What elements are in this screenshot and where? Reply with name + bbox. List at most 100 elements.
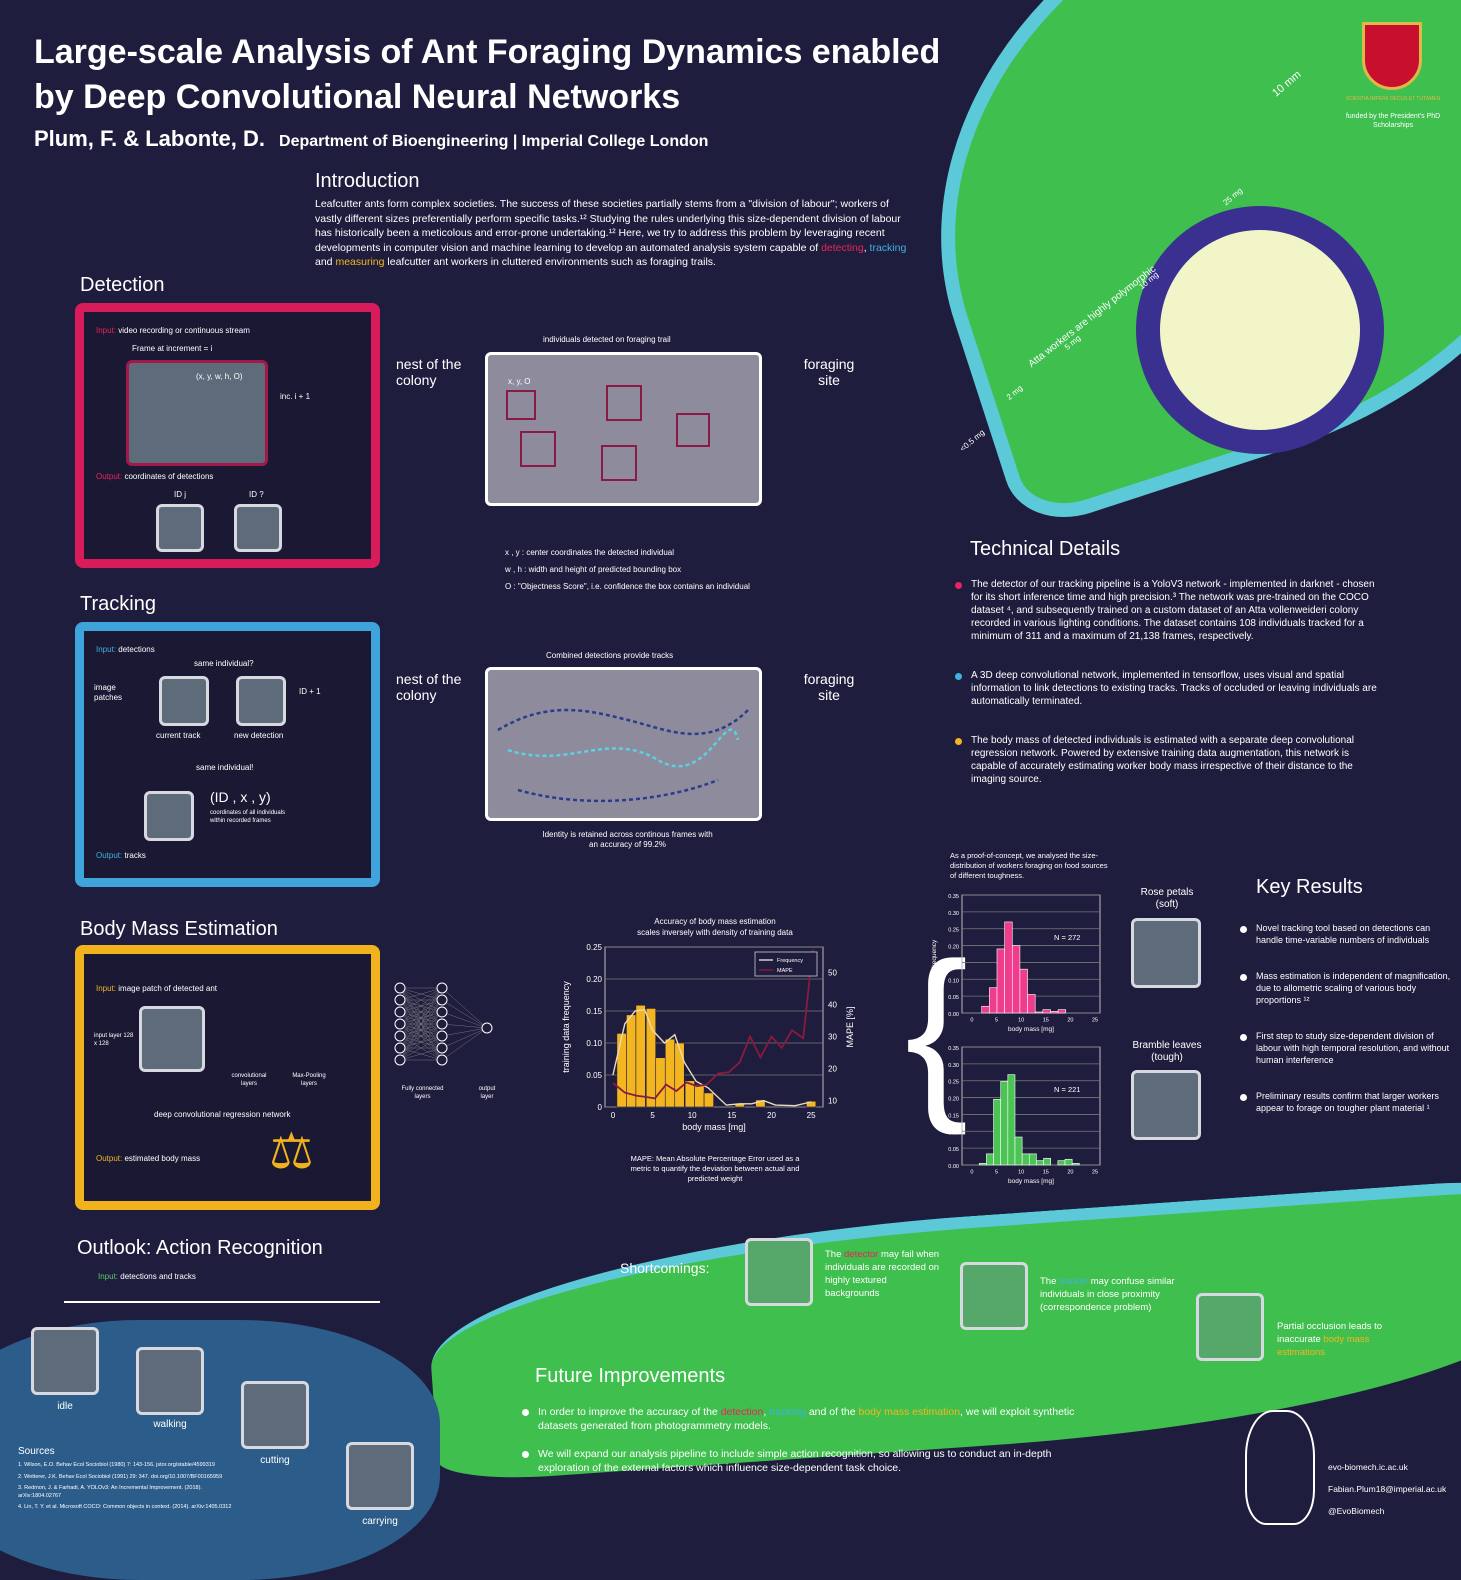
histogram-bar [1014, 1136, 1023, 1166]
trail2-footer: Identity is retained across continous fr… [542, 830, 713, 849]
y-tick-label: 0.10 [948, 1130, 959, 1136]
nn-connection [399, 987, 443, 1013]
rose-ant-thumbnail [1131, 918, 1201, 988]
input-label: Input: [96, 326, 117, 335]
nn-neuron [394, 1006, 406, 1018]
y-tick-label: 0 [598, 1103, 603, 1112]
id-j-label: ID j [174, 490, 186, 499]
x-tick-label: 0 [611, 1111, 616, 1120]
bramble-ant-thumbnail [1131, 1070, 1201, 1140]
histogram-bar [978, 1163, 987, 1166]
x-tick-label: 10 [1018, 1170, 1024, 1176]
y-axis-label: frequency [931, 1091, 938, 1120]
histogram-bar [674, 1042, 685, 1108]
twitter-link[interactable]: @EvoBiomech [1328, 1506, 1385, 1516]
x-tick-label: 20 [767, 1111, 776, 1120]
bounding-box [520, 431, 556, 467]
frame-panel [126, 360, 268, 466]
nn-connection [441, 1023, 488, 1029]
histogram-bar [635, 1004, 646, 1108]
histogram-bar [806, 1100, 817, 1108]
x-tick-label: 15 [1043, 1170, 1049, 1176]
source-item: 3. Redmon, J. & Farhadi, A. YOLOv3: An I… [18, 1485, 202, 1499]
s2a: The [1040, 1276, 1057, 1287]
histogram-bar [1028, 1153, 1037, 1166]
detector-thumbnail [745, 1238, 813, 1306]
s1c: may fail when individuals are recorded o… [825, 1249, 940, 1299]
nn-neuron [394, 994, 406, 1006]
nn-connection [441, 1027, 488, 1037]
y-tick-label: 0.25 [948, 1080, 959, 1086]
current-track-label: current track [156, 731, 201, 740]
y2-axis-label: MAPE [%] [845, 1006, 855, 1047]
tech-item: The body mass of detected individuals is… [955, 734, 1385, 786]
occlusion-thumbnail [1196, 1293, 1264, 1361]
input-text: video recording or continuous stream [118, 326, 250, 335]
sources-heading: Sources [18, 1446, 55, 1457]
y-tick-label: 0.35 [948, 894, 959, 900]
output-text: tracks [124, 851, 146, 860]
x-tick-label: 20 [1067, 1170, 1073, 1176]
scale-icon: ⚖ [269, 1123, 314, 1179]
histogram-bar [664, 1038, 676, 1108]
shortcoming-3: Partial occlusion leads to inaccurate bo… [1277, 1320, 1407, 1359]
nn-connection [399, 987, 443, 1001]
network-label: deep convolutional regression network [154, 1110, 291, 1119]
ant-thumbnail [234, 504, 282, 552]
mass-accuracy-chart: Accuracy of body mass estimation scales i… [561, 917, 855, 1132]
bounding-box [601, 445, 637, 481]
histogram-bar [1057, 1009, 1067, 1014]
histogram-bar [996, 948, 1005, 1014]
output-label: Output: [96, 851, 123, 860]
y-tick-label: 0.30 [948, 911, 959, 917]
y-tick-label: 0.10 [948, 978, 959, 984]
y2-tick-label: 40 [828, 1001, 837, 1010]
histogram-bar [616, 1033, 627, 1108]
input-label: Input: [98, 1272, 119, 1281]
id-plus-label: ID + 1 [299, 687, 321, 696]
x-tick-label: 15 [727, 1111, 736, 1120]
bounding-box [506, 390, 536, 420]
results-heading: Key Results [1256, 876, 1363, 898]
id-unknown-label: ID ? [249, 490, 264, 499]
email-link[interactable]: Fabian.Plum18@imperial.ac.uk [1328, 1484, 1447, 1494]
nn-connection [399, 987, 443, 1037]
fc-label: Fully connected layers [401, 1086, 444, 1100]
s3a: Partial occlusion leads to inaccurate [1277, 1321, 1383, 1345]
college-crest-icon [1362, 22, 1422, 90]
nn-connection [399, 1047, 443, 1061]
nn-connection [399, 999, 443, 1061]
y-axis-label: training data frequency [561, 981, 571, 1073]
author-names: Plum, F. & Labonte, D. [34, 126, 266, 151]
bounding-box [606, 385, 642, 421]
frequency-line [612, 1008, 812, 1107]
y-tick-label: 0.20 [586, 975, 602, 984]
mape-line [612, 950, 814, 1100]
chart-title: scales inversely with density of trainin… [637, 928, 793, 937]
input-label: Input: [96, 984, 117, 993]
new-detection-label: new detection [234, 731, 284, 740]
intro-body: Leafcutter ants form complex societies. … [315, 198, 901, 254]
action-walking-thumbnail [136, 1347, 204, 1415]
legend-box [754, 951, 818, 977]
kw-detecting: detecting [821, 241, 864, 254]
y-axis-label: frequency [931, 939, 938, 968]
x-tick-label: 10 [1018, 1018, 1024, 1024]
histogram-bar [1036, 1160, 1044, 1166]
moon-decoration [1160, 230, 1360, 430]
nn-neuron [394, 1042, 406, 1054]
chart-title: Accuracy of body mass estimation [654, 917, 775, 926]
trail2-caption: Combined detections provide tracks [546, 651, 674, 660]
histogram-bar [1042, 1009, 1051, 1014]
conv-label: convolutional layers [231, 1073, 267, 1087]
histogram-bar [1021, 1153, 1030, 1166]
website-link[interactable]: evo-biomech.ic.ac.uk [1328, 1462, 1408, 1472]
f1c: , [763, 1406, 767, 1418]
kw-tracking: tracking [869, 241, 907, 254]
coords-label: (x, y, w, h, O) [196, 372, 243, 381]
ant-thumbnail [159, 676, 209, 726]
bramble-label: Bramble leaves (tough) [1132, 1040, 1202, 1063]
x-axis-label: body mass [mg] [1008, 1178, 1054, 1185]
x-tick-label: 25 [1092, 1170, 1098, 1176]
